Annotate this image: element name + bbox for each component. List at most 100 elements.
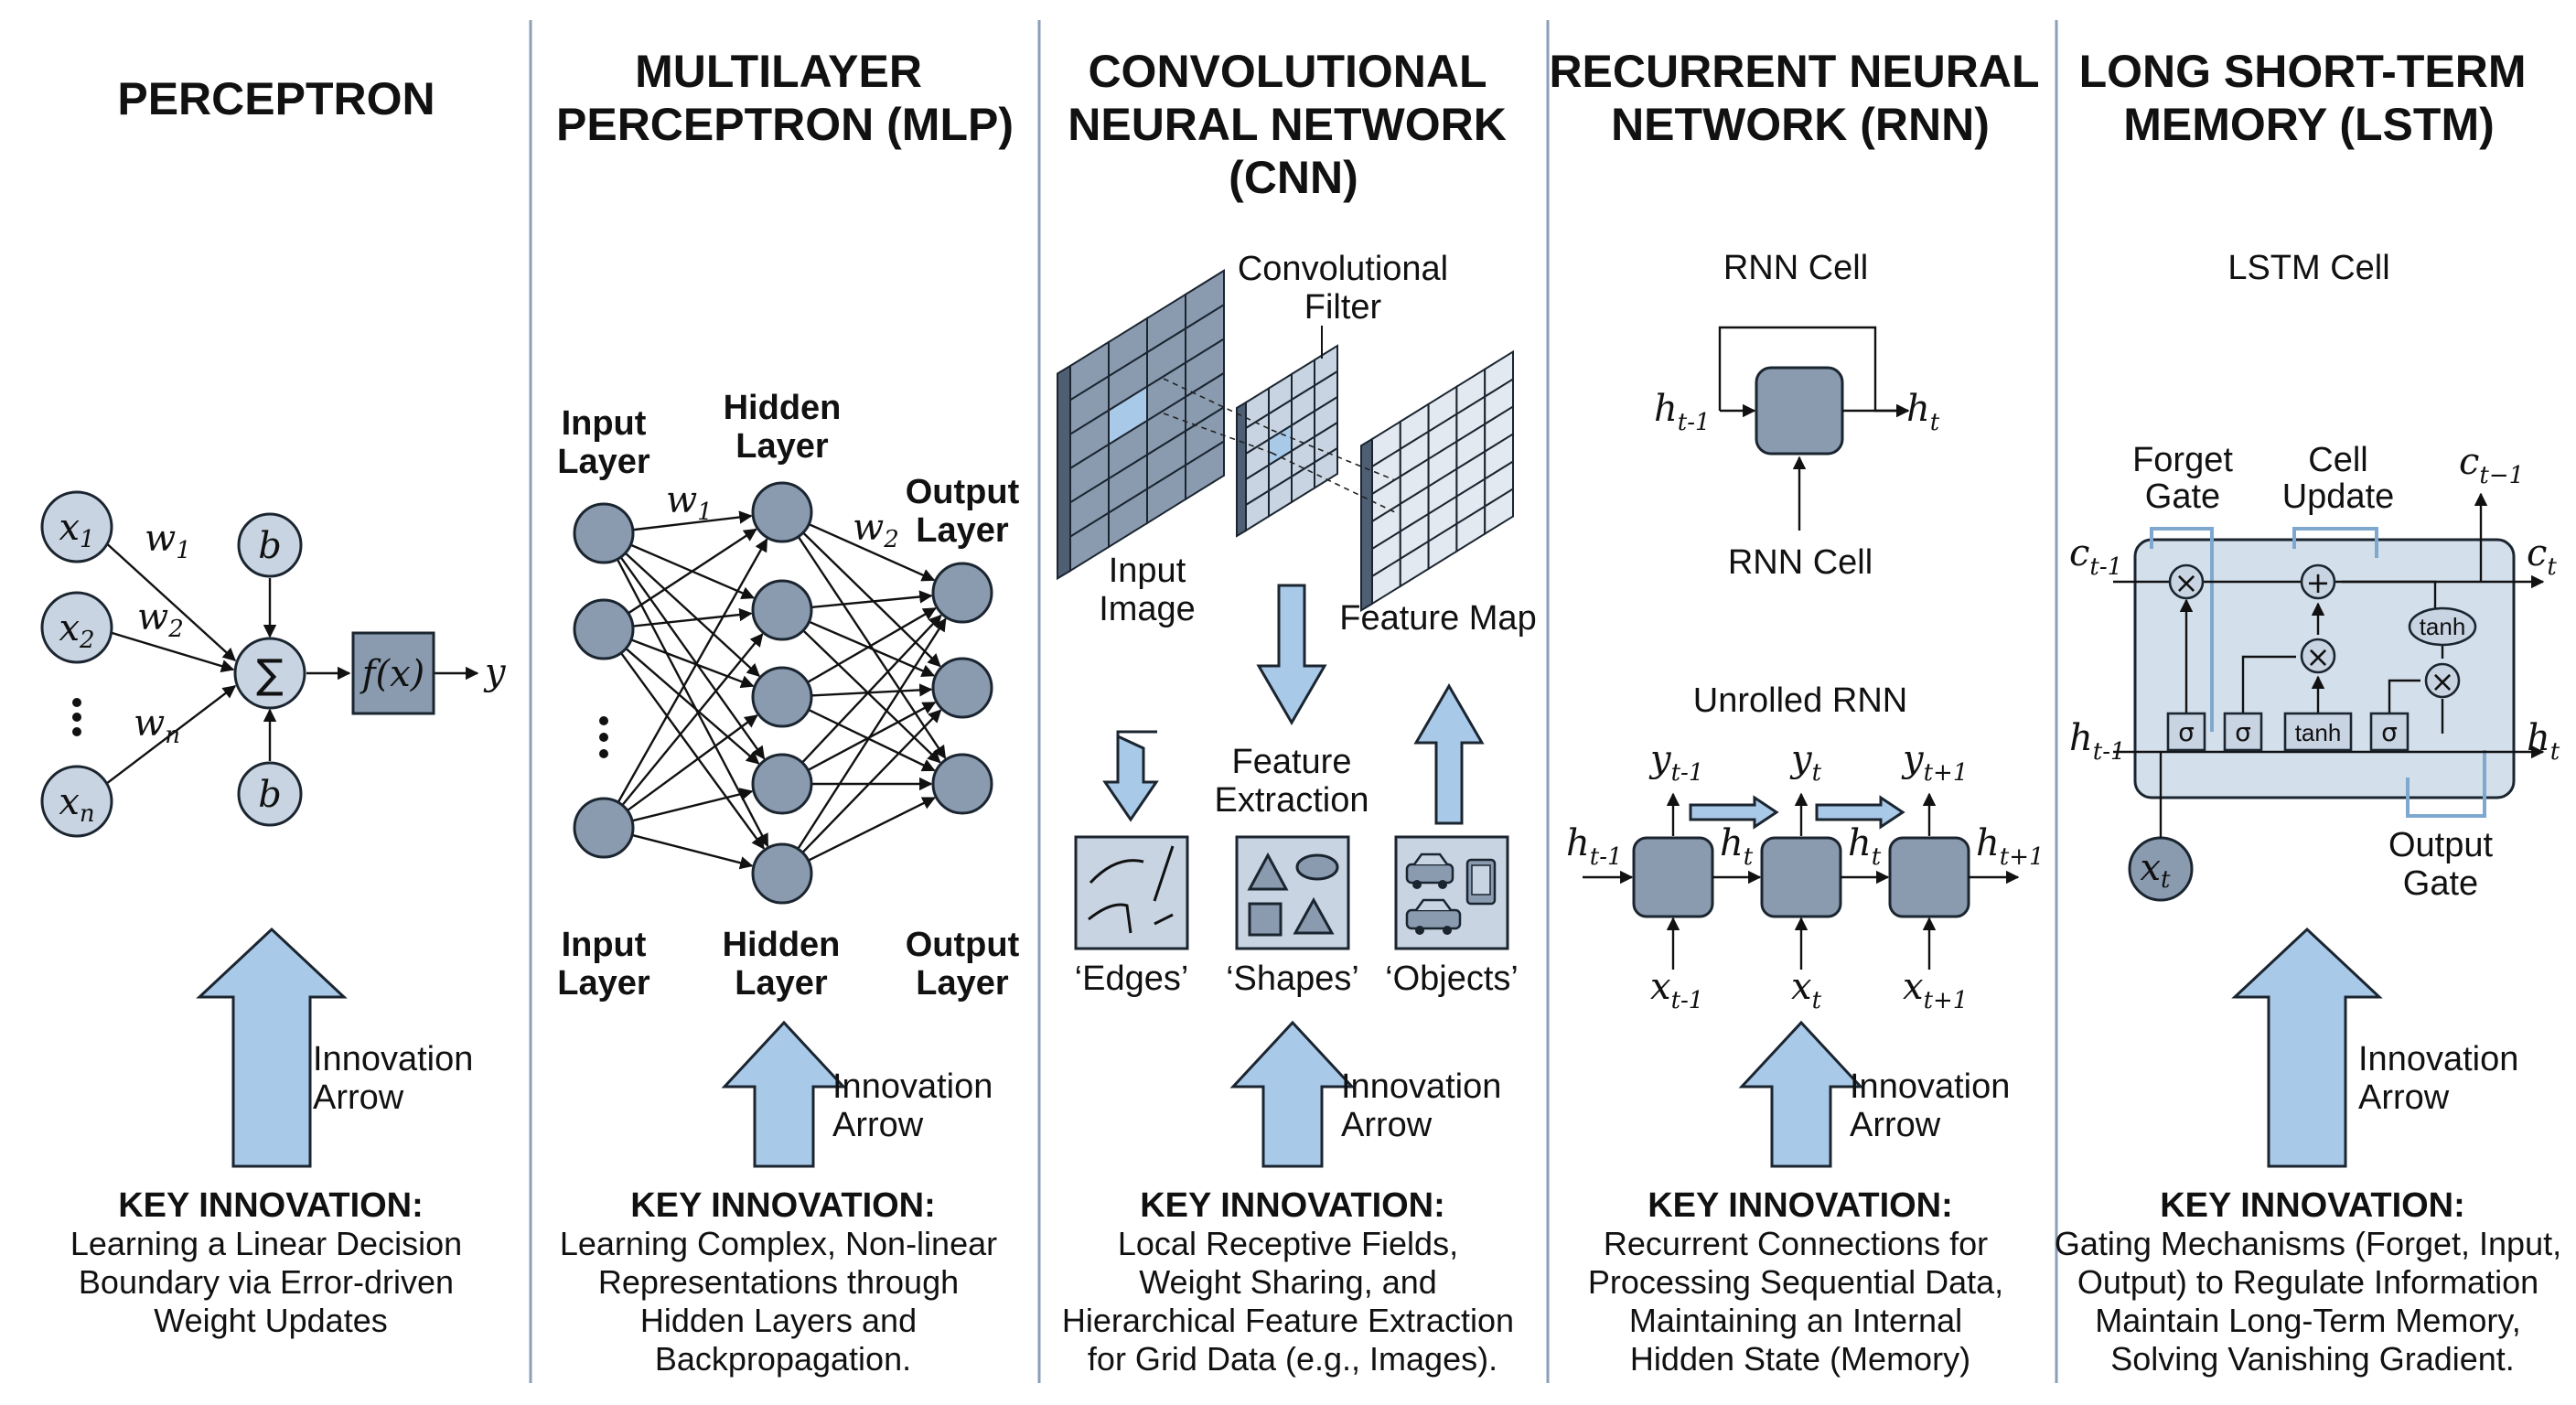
mlp-connection: [624, 552, 761, 677]
key-innovation-text: Local Receptive Fields, Weight Sharing, …: [1062, 1225, 1523, 1378]
mlp-connection: [619, 652, 765, 850]
bias-node-bottom: b: [237, 761, 303, 827]
receptive-field-projection: [1163, 378, 1396, 513]
unrolled-cell-t: [1760, 836, 1842, 918]
svg-text:xt: xt: [2140, 847, 2171, 894]
mlp-input-node: [573, 502, 635, 564]
mlp-connection: [810, 590, 933, 609]
mlp-title: MULTILAYER PERCEPTRON (MLP): [556, 46, 1014, 150]
lstm-input-node: xt: [2128, 836, 2194, 902]
unrolled-cell-t-plus-1: [1888, 836, 1970, 918]
key-innovation-title: KEY INNOVATION:: [2160, 1186, 2465, 1225]
mlp-connection: [632, 510, 753, 531]
svg-text:×: ×: [2306, 639, 2331, 674]
rnn-h-prev: ht-1: [1654, 388, 1711, 436]
edges-feature-box: [1074, 835, 1189, 950]
svg-text:xn: xn: [59, 781, 94, 828]
svg-text:tanh: tanh: [2295, 719, 2342, 746]
car-icon: [1405, 898, 1462, 935]
output-y: y: [483, 651, 507, 693]
key-innovation-title: KEY INNOVATION:: [1648, 1186, 1953, 1225]
lstm-title: LONG SHORT-TERM MEMORY (LSTM): [2079, 46, 2539, 150]
svg-text:×: ×: [2174, 565, 2199, 600]
unrolled-rnn-title: Unrolled RNN: [1693, 681, 1907, 720]
key-innovation-text: Gating Mechanisms (Forget, Input, Output…: [2055, 1225, 2571, 1378]
svg-text:+: +: [2306, 565, 2331, 600]
mlp-nodes: [573, 481, 993, 905]
output-sigma-gate: σ: [2369, 712, 2410, 752]
mlp-connection: [810, 683, 933, 697]
innovation-arrow-icon: [721, 1020, 847, 1168]
gate-brackets: [2150, 527, 2486, 818]
candidate-tanh-gate: tanh: [2283, 712, 2353, 752]
key-innovation-text: Learning a Linear Decision Boundary via …: [70, 1225, 471, 1339]
edge-x2-sum: [105, 629, 235, 673]
mlp-connection: [631, 788, 754, 822]
unrolled-y-label-1: yt-1: [1648, 738, 1703, 787]
car-icon: [1405, 853, 1454, 889]
mlp-output-node: [931, 562, 993, 624]
mlp-input-ellipsis: [599, 716, 608, 758]
mlp-connection: [617, 538, 768, 803]
edges-label: ‘Edges’: [1075, 960, 1189, 998]
mlp-connection: [808, 708, 936, 772]
rnn-cell-title: RNN Cell: [1723, 249, 1868, 287]
perceptron-title: PERCEPTRON: [117, 73, 435, 124]
mlp-connection: [808, 620, 936, 678]
column-cnn: CONVOLUTIONAL NEURAL NETWORK (CNN) Convo…: [1057, 46, 1537, 1378]
svg-text:σ: σ: [2178, 717, 2195, 747]
column-dividers: [529, 20, 2058, 1383]
unrolled-h-label-prev: ht-1: [1566, 822, 1623, 871]
svg-text:tanh: tanh: [2420, 613, 2466, 640]
lstm-c-prev-label: ct-1: [2069, 532, 2122, 581]
mlp-input-node: [573, 598, 635, 660]
feature-map-grid: [1360, 349, 1514, 612]
mlp-connection: [632, 607, 753, 627]
mlp-connection: [621, 633, 764, 807]
svg-text:x1: x1: [59, 507, 94, 553]
bias-node-top: b: [237, 512, 303, 578]
lstm-h-prev-label: ht-1: [2069, 717, 2126, 766]
cnn-title: CONVOLUTIONAL NEURAL NETWORK (CNN): [1068, 46, 1519, 203]
unrolled-h-label-2: ht: [1848, 822, 1882, 871]
shapes-label: ‘Shapes’: [1226, 960, 1359, 998]
mlp-connection: [616, 558, 769, 848]
key-innovation-text: Learning Complex, Non-linear Representat…: [560, 1225, 1006, 1378]
unrolled-h-label-next: ht+1: [1976, 822, 2045, 871]
mlp-connection: [802, 629, 941, 764]
state-flow-arrow-icon: [1815, 795, 1905, 830]
arrow-bent-down-icon: [1102, 730, 1159, 822]
svg-text:x2: x2: [59, 607, 94, 654]
mlp-connection: [801, 709, 942, 853]
objects-feature-box: [1394, 835, 1509, 950]
unrolled-x-label-1: xt-1: [1650, 966, 1703, 1014]
rnn-cell: [1755, 366, 1844, 456]
svg-text:b: b: [258, 774, 282, 816]
input-node-xn: xn: [40, 765, 113, 838]
input-node-x2: x2: [40, 591, 113, 664]
column-perceptron: PERCEPTRON x1 x2 xn w1 w2 wn: [40, 73, 507, 1339]
mlp-hidden-node: [751, 579, 813, 641]
innovation-arrow-icon: [2231, 927, 2383, 1168]
mlp-output-node: [931, 657, 993, 719]
mlp-connection: [801, 614, 942, 764]
mlp-connection: [808, 797, 936, 862]
arrow-down-icon: [1256, 584, 1327, 725]
feature-map-label: Feature Map: [1339, 599, 1536, 638]
mlp-weight-w1: w1: [666, 479, 713, 526]
lstm-h-t-label: ht: [2527, 717, 2560, 766]
summation-node: ∑: [233, 637, 306, 710]
forget-sigma-gate: σ: [2166, 712, 2206, 752]
